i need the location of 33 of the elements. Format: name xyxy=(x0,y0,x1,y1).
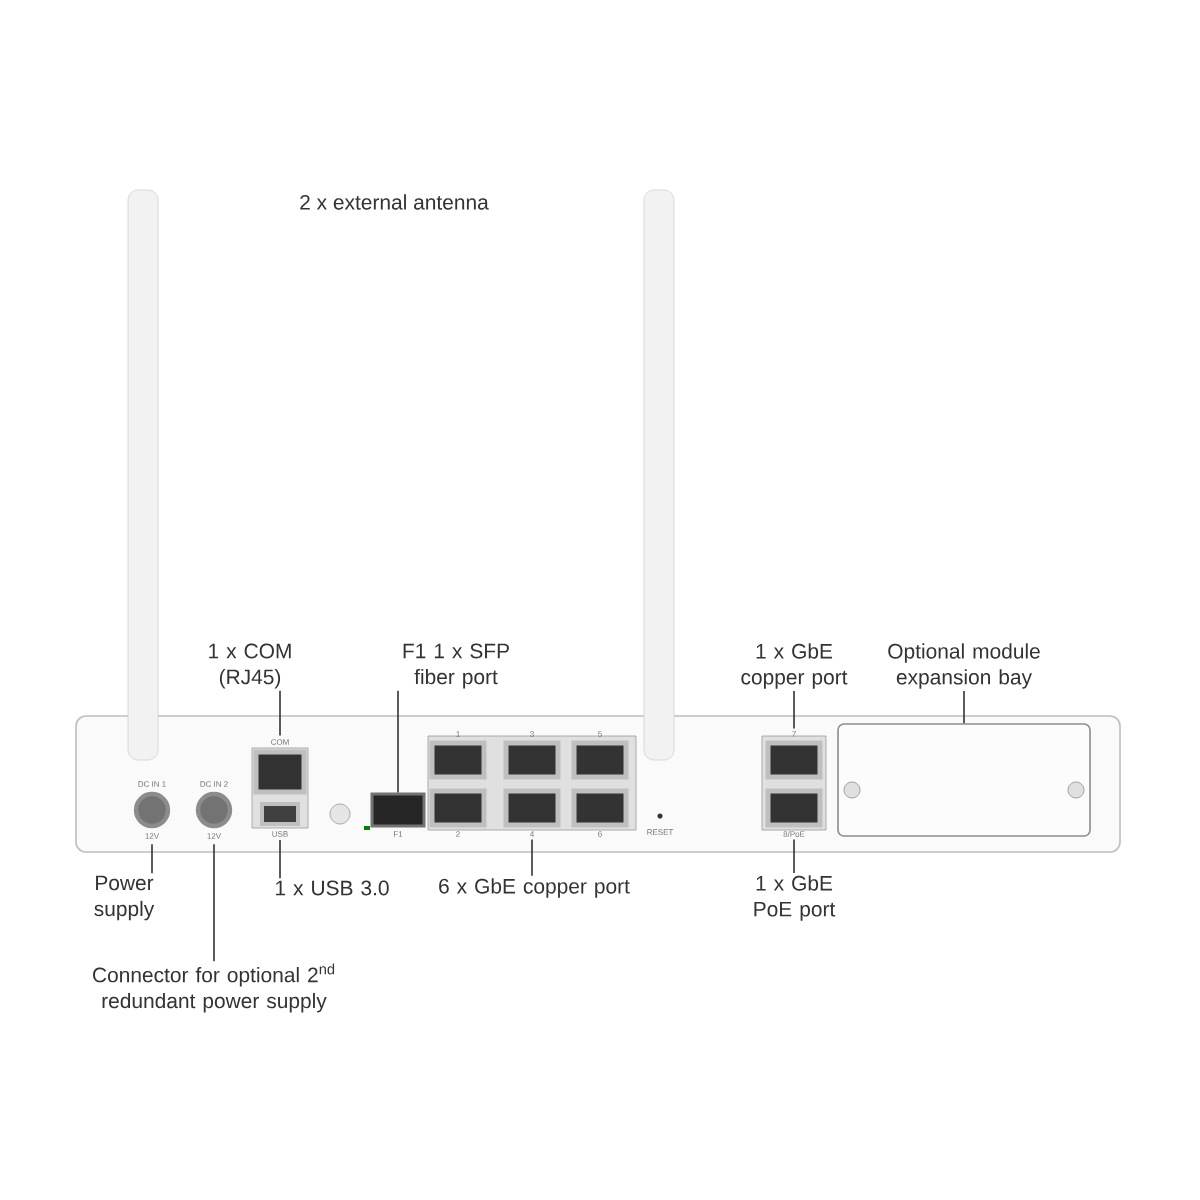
ethernet-port xyxy=(429,740,487,780)
power-connector xyxy=(195,791,233,829)
sfp-port xyxy=(370,792,426,828)
leader-line xyxy=(793,690,795,730)
callout-text: Connector for optional 2$^{nd}$ redundant power supply xyxy=(93,963,335,1013)
leader-line xyxy=(963,690,965,724)
usb-port xyxy=(260,802,300,826)
expansion-bay xyxy=(837,723,1091,837)
leader-line xyxy=(279,690,281,737)
power-connector xyxy=(133,791,171,829)
callout-text: 1 x COM (RJ45) xyxy=(209,643,291,689)
leader-line xyxy=(793,838,795,874)
ethernet-port xyxy=(571,740,629,780)
callout-text: Optional module expansion bay xyxy=(888,643,1040,689)
ethernet-port xyxy=(253,749,307,795)
ethernet-port xyxy=(503,740,561,780)
leader-line xyxy=(213,843,215,963)
callout-text: 1 x GbE copper port xyxy=(741,643,848,689)
ethernet-port xyxy=(765,740,823,780)
callout-text: F1 1 x SFP fiber port xyxy=(403,643,509,689)
ethernet-port xyxy=(765,788,823,828)
leader-line xyxy=(279,839,281,879)
callout-text: Power supply xyxy=(94,875,155,921)
leader-line xyxy=(151,843,153,875)
leader-line xyxy=(531,838,533,877)
ethernet-port xyxy=(571,788,629,828)
callout-text: 6 x GbE copper port xyxy=(439,878,630,898)
leader-line xyxy=(397,690,399,794)
callout-text: 1 x GbE PoE port xyxy=(754,875,836,921)
ethernet-port xyxy=(429,788,487,828)
annotation-text: 2 x external antenna xyxy=(300,194,489,210)
ethernet-port xyxy=(503,788,561,828)
callout-text: 1 x USB 3.0 xyxy=(276,880,389,896)
